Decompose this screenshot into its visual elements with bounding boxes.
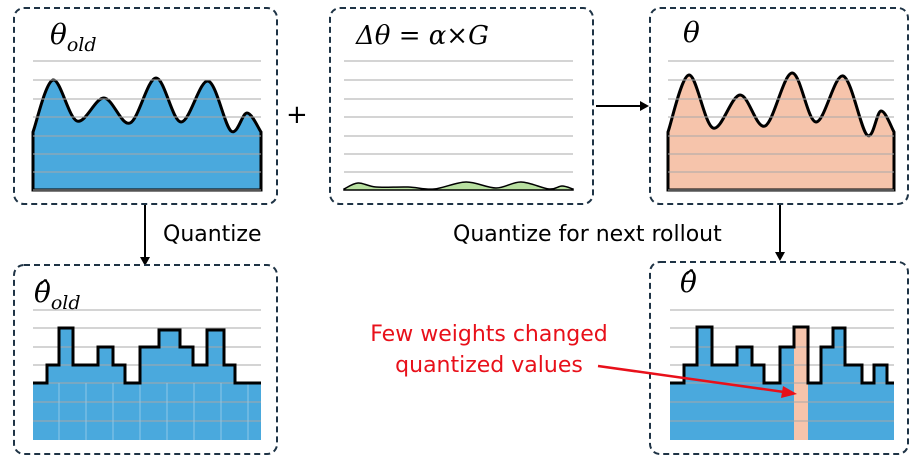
panel-delta-theta-update-curve (343, 181, 574, 191)
panel-theta: θ (649, 7, 909, 205)
panel-delta-theta: Δθ = α×G (329, 7, 594, 205)
annotation-line-2: quantized values (395, 353, 583, 378)
panel-theta-quantized: θ̂ (649, 261, 909, 455)
panel-theta-old-frame (13, 7, 278, 205)
panel-theta-gridlines (668, 60, 894, 191)
panel-delta-theta-label: Δθ = α×G (355, 21, 489, 51)
arrow-quantize-right (775, 205, 785, 261)
weight-bar (833, 328, 845, 440)
plus-operator: + (286, 100, 308, 130)
panel-theta-label: θ (683, 16, 700, 49)
quantize-label: Quantize (163, 222, 262, 247)
panel-delta-theta-frame (329, 7, 594, 205)
weight-bar (125, 383, 140, 440)
annotation-arrow (597, 364, 797, 398)
weight-bar (98, 347, 113, 440)
panel-theta-old-quantized-step-line (33, 326, 261, 385)
weight-bar (59, 328, 73, 440)
panel-delta-theta-gridlines (344, 60, 573, 173)
panel-theta-old-quantized-label: θ̂old (34, 276, 81, 314)
panel-theta-old-quantized-bars (33, 328, 261, 440)
annotation-line-1: Few weights changed (370, 322, 608, 347)
weight-bar (180, 347, 193, 440)
weight-bar (33, 383, 47, 440)
weight-bar (808, 383, 821, 440)
panel-theta-old-quantized-frame (13, 264, 278, 455)
weight-bar (235, 383, 248, 440)
weight-bar (821, 347, 833, 440)
panel-theta-quantized-step-line (670, 325, 894, 385)
panel-theta-old-weight-curve (31, 76, 263, 192)
weight-bar (862, 383, 874, 440)
weight-bar (887, 383, 894, 440)
quantize-next-rollout-label: Quantize for next rollout (453, 222, 722, 247)
weight-bar (140, 347, 159, 440)
weight-bar (248, 383, 261, 440)
panel-theta-old-gridlines (33, 60, 261, 191)
weight-bar (737, 347, 752, 440)
panel-theta-quantized-label: θ̂ (680, 266, 697, 299)
arrow-delta-to-theta (596, 101, 649, 111)
panel-theta-frame (649, 7, 909, 205)
weight-bar (670, 383, 684, 440)
panel-theta-old-label: θold (50, 18, 97, 56)
panel-theta-quantized-frame (649, 261, 909, 455)
weight-bar (159, 330, 180, 440)
arrow-quantize-left (140, 205, 150, 266)
weight-bar (207, 330, 224, 440)
panel-theta-weight-curve (666, 71, 896, 192)
panel-theta-old-quantized: θ̂old (13, 264, 278, 455)
weight-bar (764, 383, 780, 440)
panel-theta-old: θold (13, 7, 278, 205)
